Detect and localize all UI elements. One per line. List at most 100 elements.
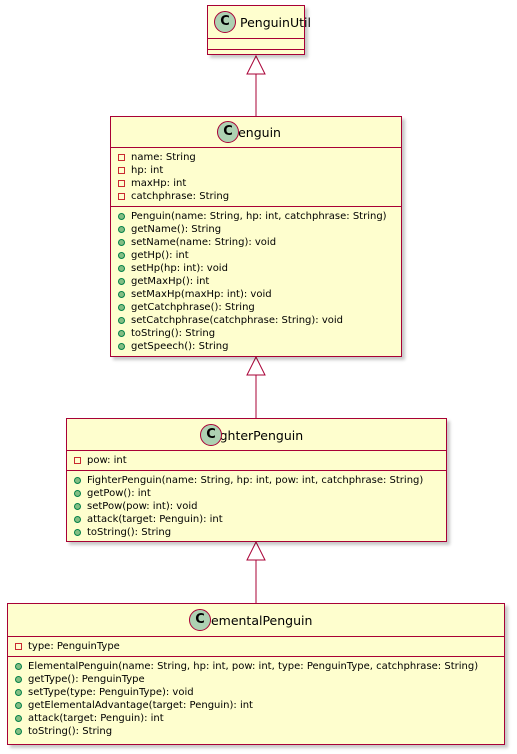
field-pow: pow: int (67, 454, 446, 467)
method-text: getPow(): int (87, 488, 151, 499)
method-getelementaladvantage: getElementalAdvantage(target: Penguin): … (8, 699, 504, 712)
method-tostring: toString(): String (111, 327, 401, 340)
method-text: FighterPenguin(name: String, hp: int, po… (87, 475, 424, 486)
method-tostring: toString(): String (8, 725, 504, 738)
inherit-arrowhead-fighterpenguin (246, 540, 266, 561)
method-text: setPow(pow: int): void (87, 501, 198, 512)
public-visibility-icon (118, 265, 125, 272)
public-visibility-icon (15, 728, 22, 735)
field-text: maxHp: int (131, 178, 187, 189)
field-text: type: PenguinType (28, 641, 120, 652)
class-name: FighterPenguin (209, 428, 304, 443)
class-penguinutil[interactable]: C PenguinUtil (207, 5, 311, 55)
class-type-icon: C (189, 609, 211, 631)
method-getname: getName(): String (111, 223, 401, 236)
method-sethp: setHp(hp: int): void (111, 262, 401, 275)
methods-section: FighterPenguin(name: String, hp: int, po… (67, 470, 446, 542)
fields-section: pow: int (67, 450, 446, 470)
class-name: Penguin (231, 125, 281, 140)
method-text: getHp(): int (131, 250, 189, 261)
inherit-arrowhead-penguinutil (246, 54, 266, 75)
public-visibility-icon (118, 343, 125, 350)
method-tostring: toString(): String (67, 526, 446, 539)
field-text: catchphrase: String (131, 191, 230, 202)
private-visibility-icon (15, 643, 22, 650)
method-getmaxhp: getMaxHp(): int (111, 275, 401, 288)
method-attack: attack(target: Penguin): int (67, 513, 446, 526)
public-visibility-icon (118, 291, 125, 298)
public-visibility-icon (74, 516, 81, 523)
method-text: toString(): String (131, 328, 216, 339)
method-text: toString(): String (87, 527, 172, 538)
method-getcatchphrase: getCatchphrase(): String (111, 301, 401, 314)
field-maxhp: maxHp: int (111, 177, 401, 190)
method-settype: setType(type: PenguinType): void (8, 686, 504, 699)
method-text: getType(): PenguinType (28, 674, 145, 685)
public-visibility-icon (15, 663, 22, 670)
private-visibility-icon (74, 457, 81, 464)
public-visibility-icon (118, 278, 125, 285)
public-visibility-icon (15, 676, 22, 683)
method-setpow: setPow(pow: int): void (67, 500, 446, 513)
method-attack: attack(target: Penguin): int (8, 712, 504, 725)
field-type: type: PenguinType (8, 640, 504, 653)
method-getspeech: getSpeech(): String (111, 340, 401, 353)
public-visibility-icon (74, 503, 81, 510)
method-penguin: Penguin(name: String, hp: int, catchphra… (111, 210, 401, 223)
method-text: getElementalAdvantage(target: Penguin): … (28, 700, 253, 711)
fields-section (208, 38, 304, 49)
method-gethp: getHp(): int (111, 249, 401, 262)
method-getpow: getPow(): int (67, 487, 446, 500)
method-setmaxhp: setMaxHp(maxHp: int): void (111, 288, 401, 301)
method-text: getMaxHp(): int (131, 276, 210, 287)
public-visibility-icon (118, 304, 125, 311)
methods-section: Penguin(name: String, hp: int, catchphra… (111, 206, 401, 356)
method-text: getName(): String (131, 224, 222, 235)
method-text: setCatchphrase(catchphrase: String): voi… (131, 315, 344, 326)
fields-section: type: PenguinType (8, 636, 504, 656)
public-visibility-icon (118, 226, 125, 233)
private-visibility-icon (118, 167, 125, 174)
method-text: ElementalPenguin(name: String, hp: int, … (28, 661, 479, 672)
class-header: C PenguinUtil (208, 6, 311, 38)
private-visibility-icon (118, 193, 125, 200)
method-text: attack(target: Penguin): int (87, 514, 223, 525)
class-type-icon: C (200, 423, 222, 446)
method-text: getCatchphrase(): String (131, 302, 255, 313)
method-setcatchphrase: setCatchphrase(catchphrase: String): voi… (111, 314, 401, 327)
class-name: ElementalPenguin (199, 613, 313, 628)
private-visibility-icon (118, 180, 125, 187)
field-text: pow: int (87, 455, 127, 466)
method-setname: setName(name: String): void (111, 236, 401, 249)
field-hp: hp: int (111, 164, 401, 177)
field-name: name: String (111, 151, 401, 164)
public-visibility-icon (15, 702, 22, 709)
method-text: getSpeech(): String (131, 341, 229, 352)
public-visibility-icon (74, 477, 81, 484)
public-visibility-icon (118, 317, 125, 324)
class-type-icon: C (214, 11, 236, 33)
class-type-icon: C (217, 121, 239, 143)
public-visibility-icon (15, 715, 22, 722)
public-visibility-icon (118, 239, 125, 246)
public-visibility-icon (15, 689, 22, 696)
method-text: toString(): String (28, 726, 113, 737)
public-visibility-icon (118, 213, 125, 220)
field-text: hp: int (131, 165, 164, 176)
public-visibility-icon (74, 529, 81, 536)
public-visibility-icon (118, 252, 125, 259)
method-text: setName(name: String): void (131, 237, 277, 248)
class-name: PenguinUtil (240, 15, 311, 30)
field-catchphrase: catchphrase: String (111, 190, 401, 203)
public-visibility-icon (118, 330, 125, 337)
methods-section: ElementalPenguin(name: String, hp: int, … (8, 656, 504, 741)
methods-section (208, 49, 304, 60)
